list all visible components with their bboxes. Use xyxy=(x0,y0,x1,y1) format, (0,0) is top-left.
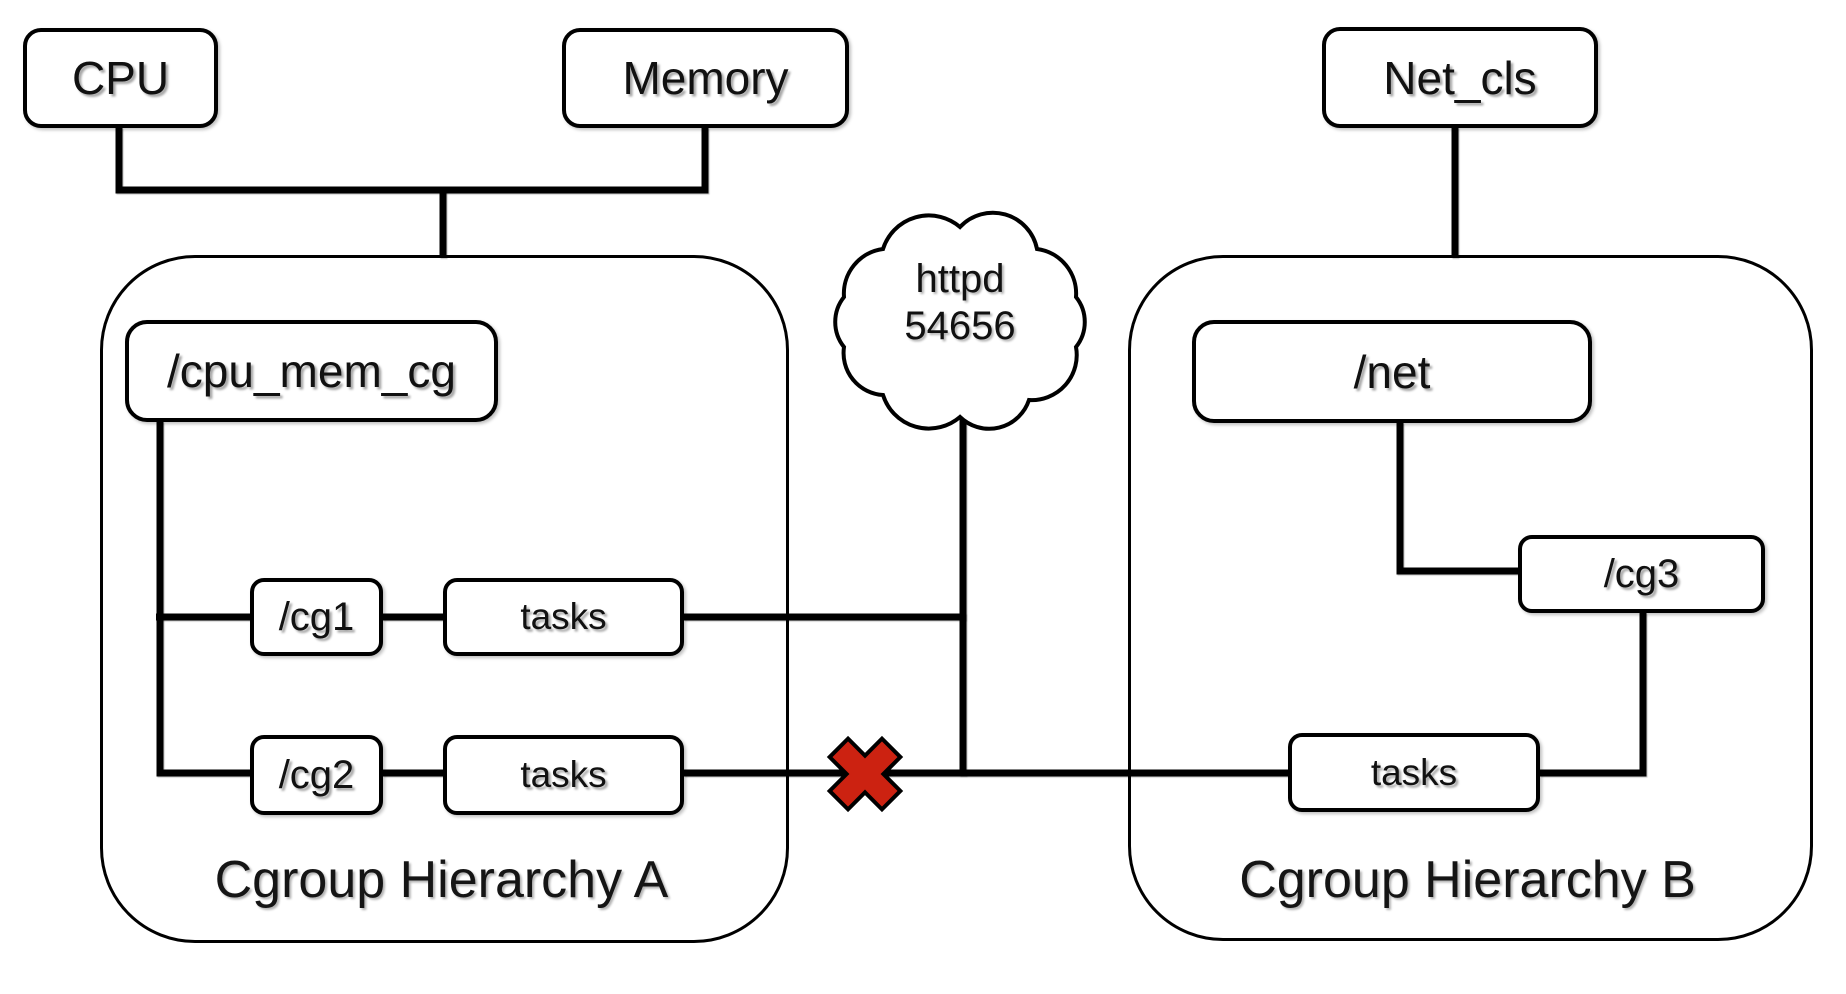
red-x-icon xyxy=(826,735,904,813)
cg1-label: /cg1 xyxy=(278,594,355,639)
cg2-tasks-label: tasks xyxy=(520,754,607,795)
node-cg1: /cg1 xyxy=(250,578,383,656)
node-cg2: /cg2 xyxy=(250,735,383,815)
node-cpu-mem-cg: /cpu_mem_cg xyxy=(125,320,498,422)
label-hierarchy-b: Cgroup Hierarchy B xyxy=(1239,851,1696,909)
httpd-cloud-shape xyxy=(833,210,1087,431)
httpd-process-pid: 54656 xyxy=(904,304,1016,349)
label-hierarchy-a: Cgroup Hierarchy A xyxy=(214,851,669,909)
cg3-label: /cg3 xyxy=(1603,551,1680,596)
net-label: /net xyxy=(1353,345,1431,398)
connector-cg3-to-tasks-b xyxy=(1540,613,1647,777)
node-cg3: /cg3 xyxy=(1518,535,1765,613)
httpd-process: httpd 54656 xyxy=(833,256,1087,350)
netcls-label: Net_cls xyxy=(1383,51,1537,104)
cg2-label: /cg2 xyxy=(278,752,355,797)
node-memory-controller: Memory xyxy=(562,28,849,128)
cg1-tasks-label: tasks xyxy=(520,596,607,637)
cpu-mem-cg-label: /cpu_mem_cg xyxy=(167,345,456,397)
node-tasks-b: tasks xyxy=(1288,733,1540,812)
connector-net-to-cg3 xyxy=(1396,423,1518,575)
node-cg1-tasks: tasks xyxy=(443,578,684,656)
tasks-b-label: tasks xyxy=(1370,751,1458,793)
node-cpu-controller: CPU xyxy=(23,28,218,128)
httpd-process-name: httpd xyxy=(915,257,1005,301)
node-cg2-tasks: tasks xyxy=(443,735,684,815)
node-net: /net xyxy=(1192,320,1592,423)
memory-label: Memory xyxy=(622,52,789,104)
connector-cpu-memory-bar xyxy=(115,128,709,194)
cpu-label: CPU xyxy=(71,52,170,104)
connector-root-a-trunk xyxy=(156,422,250,777)
node-netcls-controller: Net_cls xyxy=(1322,27,1598,128)
